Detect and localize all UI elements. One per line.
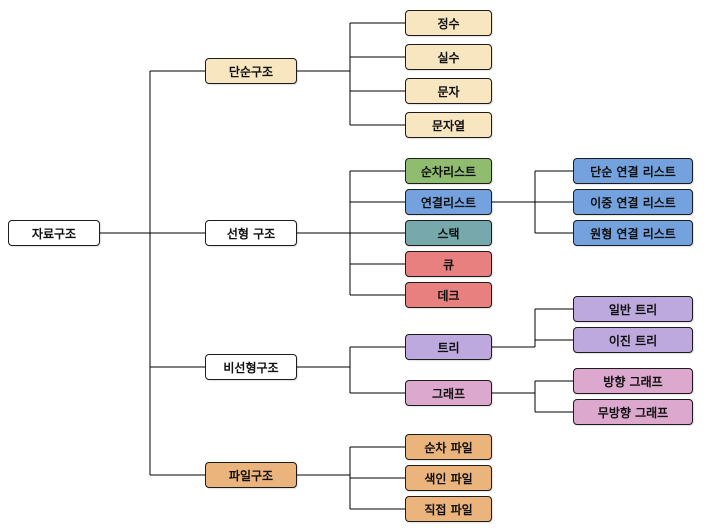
node-linear-structure: 선형 구조 bbox=[205, 220, 297, 246]
node-circular-linked-list: 원형 연결 리스트 bbox=[573, 220, 693, 246]
node-character: 문자 bbox=[405, 78, 492, 104]
node-doubly-linked-list: 이중 연결 리스트 bbox=[573, 189, 693, 215]
node-tree: 트리 bbox=[405, 334, 492, 360]
node-real: 실수 bbox=[405, 44, 492, 70]
node-nonlinear-structure: 비선형구조 bbox=[205, 354, 297, 380]
node-undirected-graph: 무방향 그래프 bbox=[573, 399, 693, 425]
node-root: 자료구조 bbox=[8, 220, 100, 246]
node-queue: 큐 bbox=[405, 251, 492, 277]
node-integer: 정수 bbox=[405, 10, 492, 36]
node-deque: 데크 bbox=[405, 282, 492, 308]
node-sequential-list: 순차리스트 bbox=[405, 158, 492, 184]
node-file-structure: 파일구조 bbox=[205, 462, 297, 488]
node-string: 문자열 bbox=[405, 112, 492, 138]
node-sequential-file: 순차 파일 bbox=[405, 434, 492, 460]
node-general-tree: 일반 트리 bbox=[573, 296, 693, 322]
node-direct-file: 직접 파일 bbox=[405, 496, 492, 522]
node-stack: 스택 bbox=[405, 220, 492, 246]
node-directed-graph: 방향 그래프 bbox=[573, 368, 693, 394]
node-graph: 그래프 bbox=[405, 380, 492, 406]
node-singly-linked-list: 단순 연결 리스트 bbox=[573, 158, 693, 184]
node-binary-tree: 이진 트리 bbox=[573, 327, 693, 353]
node-simple-structure: 단순구조 bbox=[205, 58, 297, 84]
node-index-file: 색인 파일 bbox=[405, 465, 492, 491]
node-linked-list: 연결리스트 bbox=[405, 189, 492, 215]
